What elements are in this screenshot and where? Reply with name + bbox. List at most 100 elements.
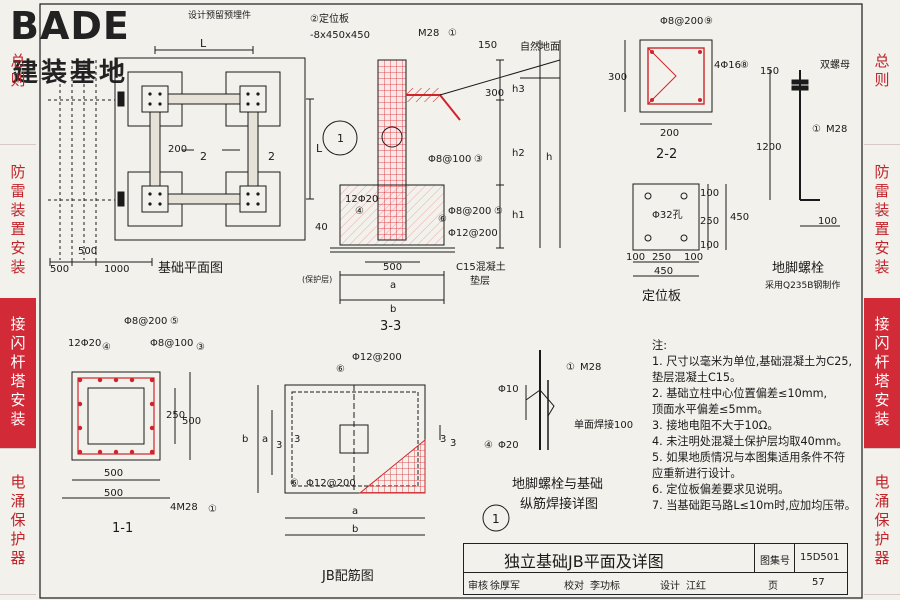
- s22-side-bar-no: ⑧: [740, 60, 749, 71]
- longitudinal-bar-no: ④: [355, 206, 364, 217]
- jb-a-left: a: [262, 434, 268, 445]
- section-3-3-labels: ②定位板 -8x450x450 M28 ① 自然地面 150 300 h3 h2…: [302, 12, 560, 334]
- jb-top-bar: Φ12@200: [352, 352, 402, 363]
- s33-a: a: [390, 280, 396, 291]
- protect-layer: (保护层): [302, 274, 332, 284]
- notes-list: 1. 尺寸以毫米为单位,基础混凝土为C25, 垫层混凝土C15。 2. 基础立柱中…: [652, 354, 867, 514]
- plan-dim-500b: 500: [50, 264, 69, 275]
- s11-left-bar: 12Φ20: [68, 338, 101, 349]
- concrete-grade: C15混凝土: [456, 260, 506, 273]
- plate-d100b: 100: [700, 240, 719, 251]
- s33-h1: h1: [512, 210, 525, 221]
- locating-plate: [632, 183, 727, 277]
- chapter-tab-4[interactable]: 电涌保护器: [864, 448, 900, 595]
- jb-a-bottom: a: [352, 506, 358, 517]
- cushion-label: 垫层: [470, 274, 490, 287]
- weld-m28-no: ①: [566, 362, 575, 373]
- title-block: 独立基础JB平面及详图 图集号 15D501 审核 徐厚军 校对 李功标 设计 …: [463, 543, 848, 595]
- s22-title: 2-2: [656, 147, 677, 162]
- note-line: 1. 尺寸以毫米为单位,基础混凝土为C25,: [652, 355, 853, 368]
- ground-label: 自然地面: [520, 40, 560, 53]
- chapter-tab-4[interactable]: 电涌保护器: [0, 448, 36, 595]
- plan-embedded-note: 设计预留预埋件: [188, 9, 251, 21]
- bolt-nut: 双螺母: [820, 59, 850, 71]
- note-line: 7. 当基础距马路L≤10m时,应加均压带。: [652, 499, 856, 512]
- plan-mark-2a: 2: [200, 150, 207, 163]
- s33-h: h: [546, 152, 552, 163]
- weld-length: 单面焊接100: [574, 418, 633, 431]
- sheet-frame: [39, 3, 863, 599]
- plate-d100a: 100: [700, 188, 719, 199]
- plate-b100b: 100: [684, 252, 703, 263]
- weld-labels: ① M28 Φ10 单面焊接100 ④ Φ20 地脚螺栓与基础 纵筋焊接详图 1: [484, 362, 633, 526]
- weld-title-2: 纵筋焊接详图: [520, 496, 598, 512]
- s11-bolt-no: ①: [208, 504, 217, 515]
- s22-side-bar: 4Φ16: [714, 60, 741, 71]
- s11-d500c: 500: [182, 416, 201, 427]
- plate-hole: Φ32孔: [652, 209, 683, 221]
- page-no: 57: [812, 577, 825, 588]
- plate-d250: 250: [700, 216, 719, 227]
- chapter-tab-3[interactable]: 接闪杆塔安装: [0, 298, 36, 449]
- s11-d500b: 500: [104, 488, 123, 499]
- s11-title: 1-1: [112, 521, 133, 536]
- plate-d450: 450: [730, 212, 749, 223]
- s11-d500a: 500: [104, 468, 123, 479]
- jb-3a: 3: [294, 434, 300, 445]
- weld-phi20-no: ④: [484, 440, 493, 451]
- stirrup-lower: Φ8@200: [448, 206, 491, 217]
- chapter-tab-1[interactable]: 总则: [864, 0, 900, 145]
- s33-150: 150: [478, 40, 497, 51]
- design-label: 设计: [660, 581, 680, 592]
- note-line: 垫层混凝土C15。: [652, 371, 742, 384]
- stirrup-upper-no: ③: [474, 154, 483, 165]
- s11-bolt: 4M28: [170, 502, 198, 513]
- bolt-d100: 100: [818, 216, 837, 227]
- plate-size: -8x450x450: [310, 30, 370, 41]
- plan-dim-l-right: L: [316, 142, 323, 155]
- jb-top-bar-no: ⑥: [336, 364, 345, 375]
- jb-labels: ⑥ Φ12@200 b a 3 3 ⑥ Φ12@200 a b 3 3 JB配筋…: [242, 352, 456, 584]
- jb-bottom-bar: Φ12@200: [306, 478, 356, 489]
- s22-300: 300: [608, 72, 627, 83]
- weld-m28: M28: [580, 362, 601, 373]
- plate-title: 定位板: [642, 289, 681, 304]
- atlas-label: 图集号: [760, 556, 790, 567]
- bolt-d150: 150: [760, 66, 779, 77]
- bolt-title: 地脚螺栓: [772, 260, 824, 276]
- section-3-3: [322, 40, 561, 304]
- plate-b100a: 100: [626, 252, 645, 263]
- anchor-bolt-labels: 双螺母 150 1200 100 ① M28 地脚螺栓 采用Q235B钢制作: [756, 59, 850, 291]
- atlas-no: 15D501: [800, 552, 840, 563]
- bolt-mark: M28: [826, 124, 847, 135]
- plan-mark-2b: 2: [268, 150, 275, 163]
- s33-title: 3-3: [380, 319, 401, 334]
- longitudinal-bar: 12Φ20: [345, 194, 378, 205]
- page-label: 页: [768, 581, 778, 592]
- plate-b250: 250: [652, 252, 671, 263]
- plan-dim-1000: 1000: [104, 264, 129, 275]
- sheet-title: 独立基础JB平面及详图: [504, 552, 664, 571]
- note-line: 3. 接地电阻不大于10Ω。: [652, 419, 779, 432]
- note-line: 2. 基础立柱中心位置偏差≤10mm,: [652, 387, 828, 400]
- s33-500: 500: [383, 262, 402, 273]
- jb-3b: 3: [440, 434, 446, 445]
- chapter-tab-3[interactable]: 接闪杆塔安装: [864, 298, 900, 449]
- weld-title-1: 地脚螺栓与基础: [512, 476, 603, 492]
- s22-200: 200: [660, 128, 679, 139]
- chapter-tab-1[interactable]: 总则: [0, 0, 36, 145]
- jb-title: JB配筋图: [321, 568, 374, 584]
- bolt-mark-no: ①: [812, 124, 821, 135]
- weld-detail-no: 1: [492, 512, 500, 526]
- plan-dim-l-top: L: [200, 37, 207, 50]
- locating-plate-labels: Φ32孔 100 250 100 450 100 250 100 450 定位板: [626, 188, 749, 304]
- s33-h3: h3: [512, 84, 525, 95]
- s11-top-bar: Φ8@200: [124, 316, 167, 327]
- plan-dim-200: 200: [168, 144, 187, 155]
- note-line: 6. 定位板偏差要求见说明。: [652, 483, 790, 496]
- plan-labels: 设计预留预埋件 L L 200 2 2 500 500 1000 基础平面图: [50, 9, 323, 276]
- s22-top-bar: Φ8@200: [660, 16, 703, 27]
- note-line: 4. 未注明处混凝土保护层均取40mm。: [652, 435, 848, 448]
- anchor-bolt-no: ①: [448, 28, 457, 39]
